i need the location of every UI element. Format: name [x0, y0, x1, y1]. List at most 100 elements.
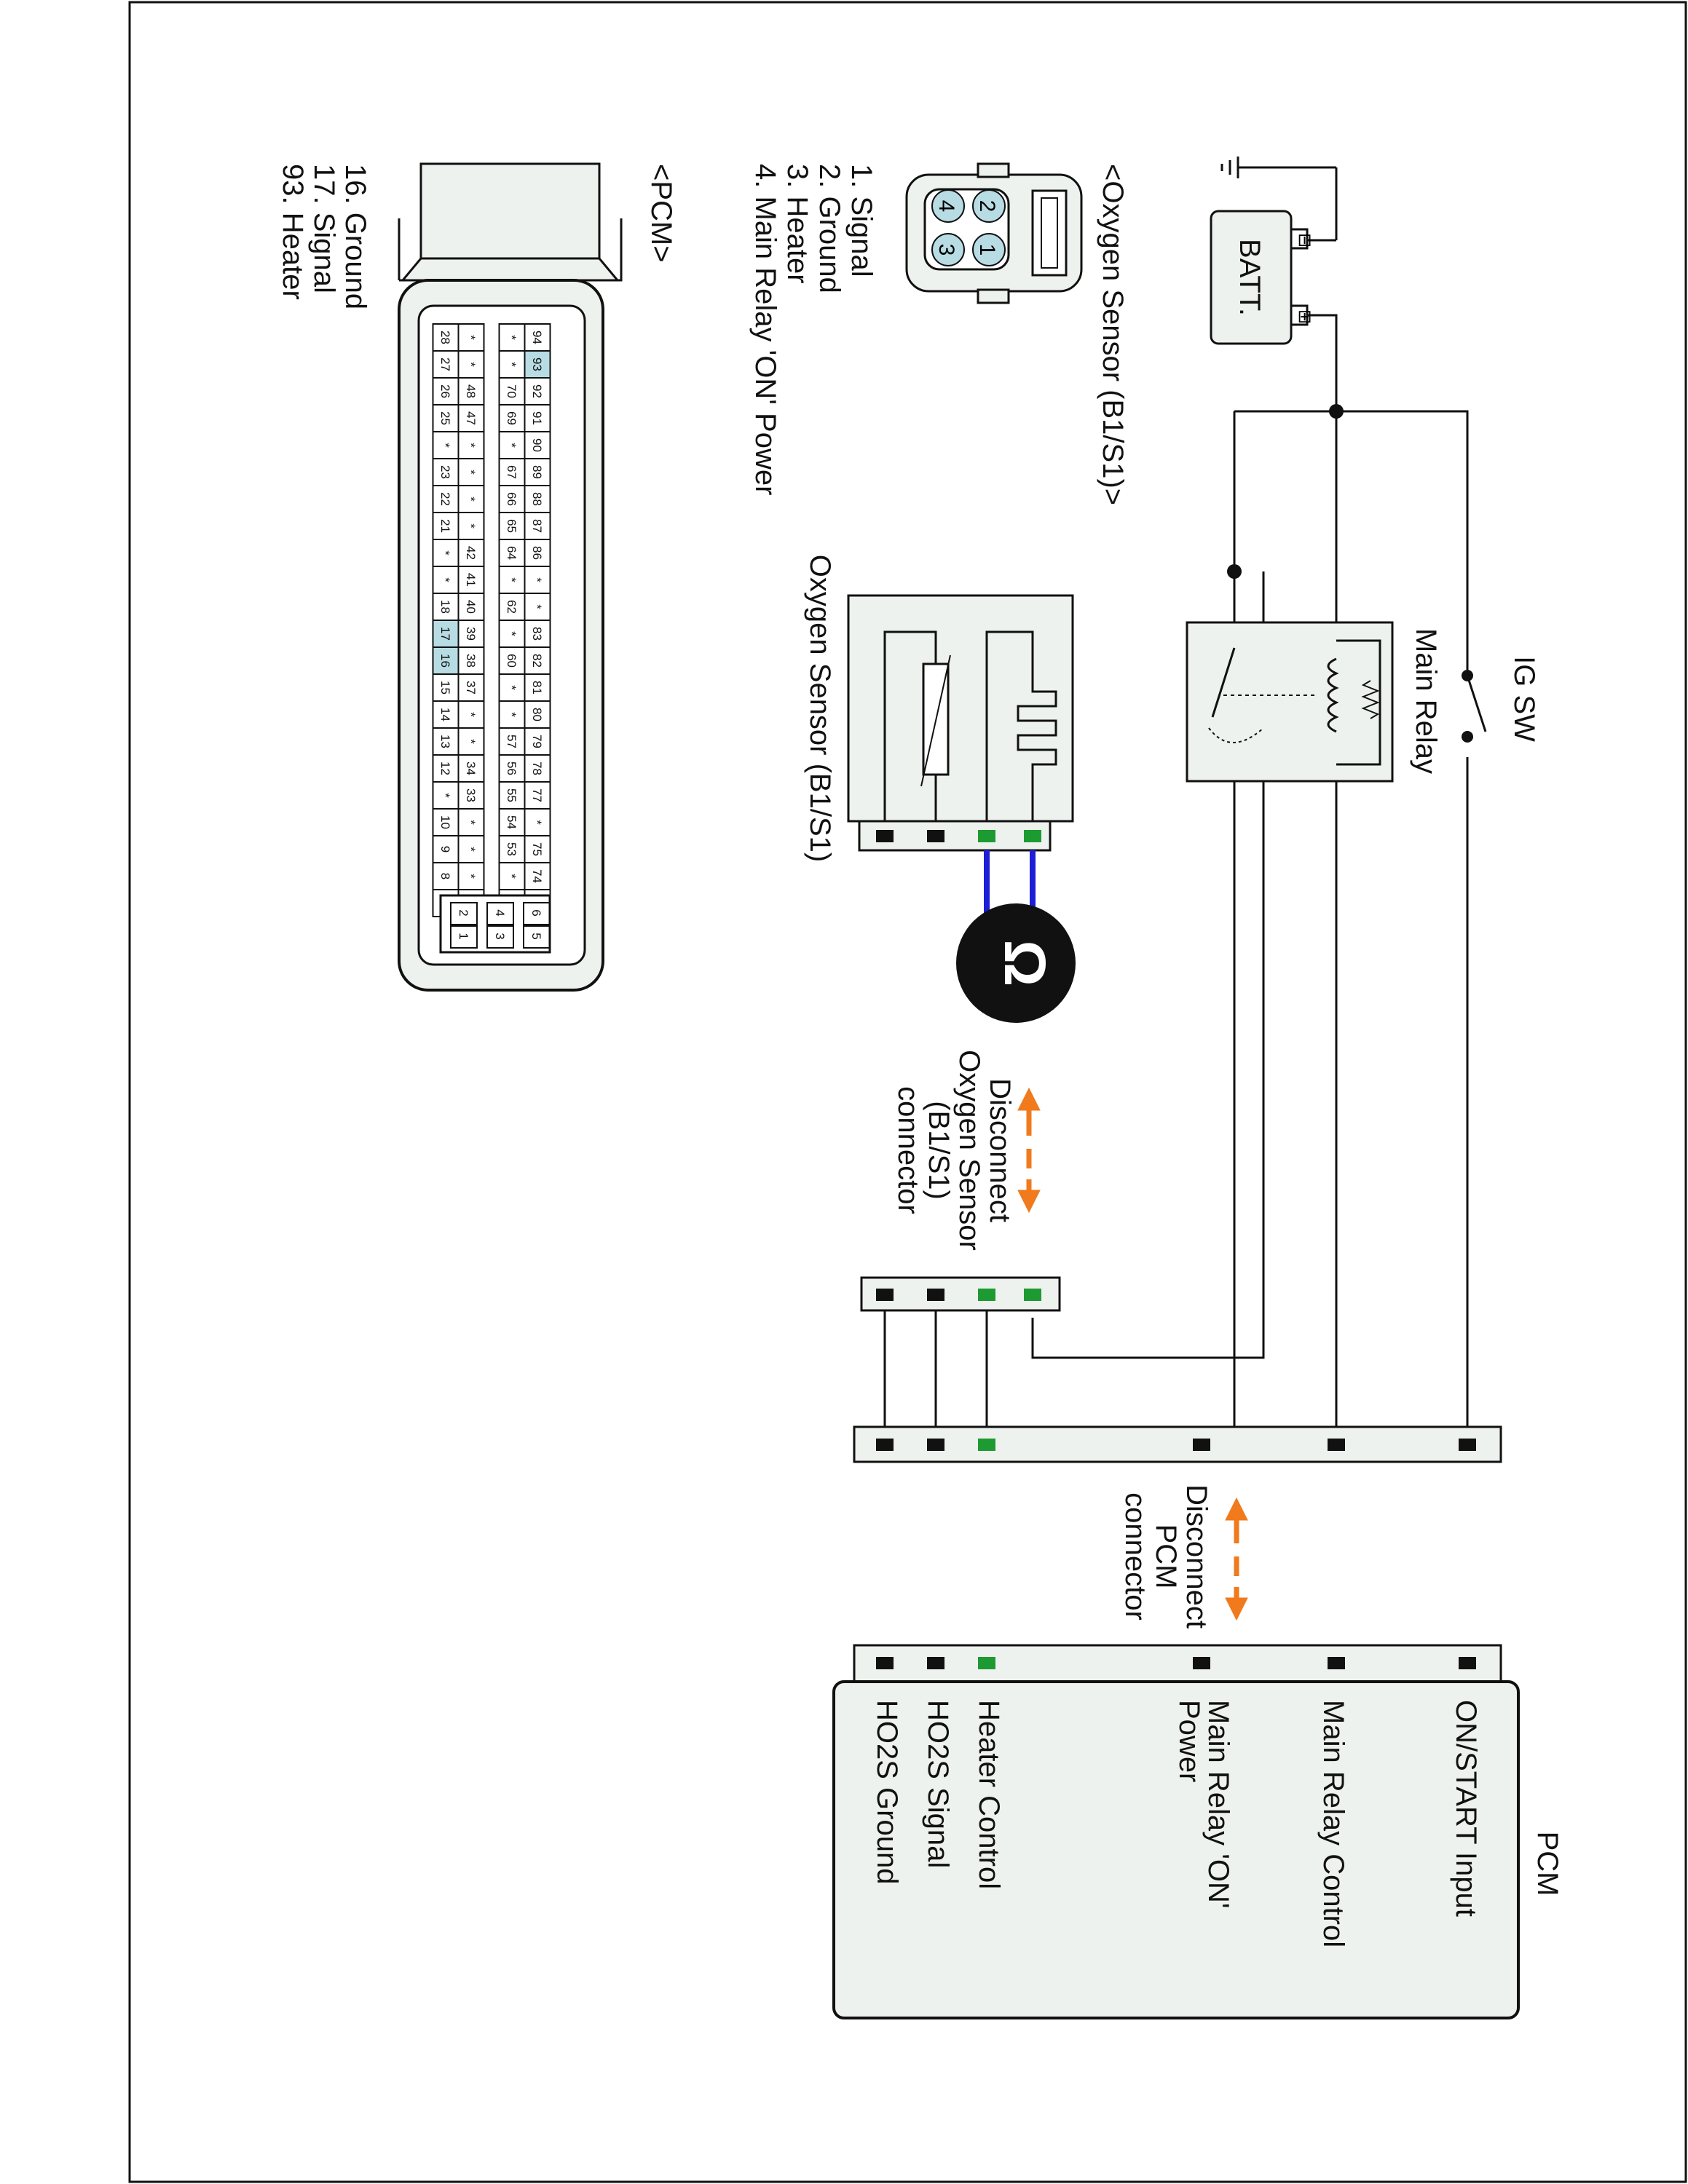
pcm-pin-number: 33	[464, 788, 478, 802]
pcm-pin-number: 14	[438, 708, 452, 721]
pcm-pin-number: 75	[530, 842, 544, 856]
pcm-pin-number: 16	[438, 654, 452, 668]
pcm-pin-cell	[498, 377, 526, 405]
pcm-pin-number: 22	[438, 492, 452, 506]
pcm-pin-number: 66	[505, 492, 518, 506]
pcm-pin-cell	[432, 539, 460, 567]
page-frame	[128, 1, 1687, 2183]
pcm-pin-number: 27	[438, 357, 452, 371]
switch-icon: IG SW	[1462, 656, 1540, 757]
pcm-pin-cell	[432, 431, 460, 459]
pcm-pin-number: 79	[530, 735, 544, 748]
pcm-pin-number: *	[464, 847, 478, 852]
pcm-pin-number: 82	[530, 654, 544, 668]
pcm-pin-label: Main Relay Control	[1317, 1700, 1349, 1947]
pcm-pin-number: 86	[530, 546, 544, 560]
pcm-harness-connector	[853, 1425, 1502, 1463]
pcm-pin-cell	[432, 620, 460, 648]
pcm-pin-number: *	[505, 712, 518, 717]
battery-icon: BATT. ⊟ ⊞	[1210, 210, 1314, 345]
pcm-pin-number: 55	[505, 788, 518, 802]
pcm-pin-number: 38	[464, 654, 478, 668]
pcm-pin-cell	[498, 512, 526, 540]
pcm-pinout-desc: 17. Signal	[308, 164, 340, 293]
pcm-pin-cell	[432, 458, 460, 486]
pcm-block: PCM ON/START Input Main Relay Control Ma…	[832, 1644, 1563, 2019]
pcm-pin-number: 25	[438, 411, 452, 425]
pcm-pin-number: 78	[530, 761, 544, 775]
pcm-small-pin-number: 1	[457, 933, 470, 939]
pcm-pin-number: 89	[530, 465, 544, 479]
sensor-pin-desc: 1. Signal	[845, 164, 877, 277]
pcm-pin-number: 62	[505, 600, 518, 614]
pcm-pin-number: *	[464, 712, 478, 717]
pcm-pin-number: 87	[530, 519, 544, 533]
disconnect-pcm-line-3: connector	[1119, 1492, 1151, 1621]
pcm-pin-cell	[498, 620, 526, 648]
disconnect-sensor-line-1: Disconnect	[984, 1078, 1016, 1222]
pcm-small-pin-cell	[486, 902, 514, 925]
pcm-connector-title: <PCM>	[645, 164, 677, 263]
pcm-pin-cell	[498, 323, 526, 352]
pcm-pin-cell	[498, 458, 526, 486]
pcm-pin-number: 12	[438, 761, 452, 775]
pcm-pin-cell	[457, 512, 485, 540]
pcm-small-pin-number: 4	[493, 909, 507, 916]
sensor-connector-icon: 2 1 4 3	[905, 162, 1083, 304]
pcm-pin-number: *	[505, 631, 518, 636]
pcm-pin-number: 93	[530, 357, 544, 371]
pcm-small-pin-cell	[486, 925, 514, 949]
pcm-pin-cell	[498, 485, 526, 513]
pcm-pinout-desc: 16. Ground	[339, 164, 371, 309]
pcm-pin-cell	[524, 646, 551, 675]
pcm-pin-number: 9	[438, 846, 452, 852]
disconnect-sensor-text: Disconnect Oxygen Sensor (B1/S1) connect…	[892, 1050, 1016, 1251]
pcm-pin-number: 21	[438, 519, 452, 533]
pcm-pin-number: 90	[530, 438, 544, 452]
pcm-pin-number: 10	[438, 815, 452, 829]
pcm-pin-number: *	[505, 685, 518, 690]
pcm-pin-number: *	[464, 335, 478, 340]
pcm-pin-number: *	[505, 874, 518, 879]
sensor-pin-num: 3	[934, 244, 958, 256]
pcm-pin-number: 18	[438, 600, 452, 614]
pcm-pin-label: Heater Control	[973, 1700, 1005, 1889]
pcm-pin-number: 40	[464, 600, 478, 614]
pcm-pin-cell	[498, 646, 526, 675]
wires	[883, 314, 1469, 1445]
pcm-pin-number: 39	[464, 627, 478, 641]
pcm-pin-number: *	[438, 550, 452, 555]
pcm-title: PCM	[1531, 1832, 1563, 1896]
pcm-small-pin-number: 3	[493, 933, 507, 939]
pcm-pin-number: 8	[438, 873, 452, 879]
pcm-pin-cell	[524, 620, 551, 648]
pcm-pin-cell	[432, 727, 460, 756]
pcm-small-pin-cell	[450, 902, 478, 925]
pcm-pin-cell	[498, 566, 526, 594]
pcm-pin-number: 60	[505, 654, 518, 668]
pcm-pin-number: *	[464, 874, 478, 879]
pcm-pin-number: *	[464, 820, 478, 825]
pcm-pin-number: 70	[505, 384, 518, 398]
pcm-pin-cell	[498, 862, 526, 890]
pcm-pin-cell	[432, 754, 460, 783]
pcm-pin-cell	[432, 377, 460, 405]
sensor-harness-connector	[860, 1276, 1061, 1312]
battery-label: BATT.	[1234, 239, 1266, 316]
pcm-pin-number: 42	[464, 546, 478, 560]
pcm-pin-number: *	[464, 443, 478, 448]
pcm-pin-cell	[524, 431, 551, 459]
sensor-pin-num: 4	[934, 200, 958, 213]
sensor-connector-title: <Oxygen Sensor (B1/S1)>	[1097, 164, 1129, 505]
pcm-pin-number: 88	[530, 492, 544, 506]
pcm-pin-cell	[457, 620, 485, 648]
pcm-small-pin-cell	[523, 925, 551, 949]
pcm-pin-number: *	[464, 470, 478, 475]
pcm-pin-number: 94	[530, 331, 544, 344]
pcm-pin-label: ON/START Input	[1450, 1700, 1482, 1917]
ohm-symbol: Ω	[993, 940, 1057, 986]
pcm-pin-cell	[432, 485, 460, 513]
relay-coil-icon	[1327, 657, 1380, 733]
pcm-pin-cell	[498, 593, 526, 621]
